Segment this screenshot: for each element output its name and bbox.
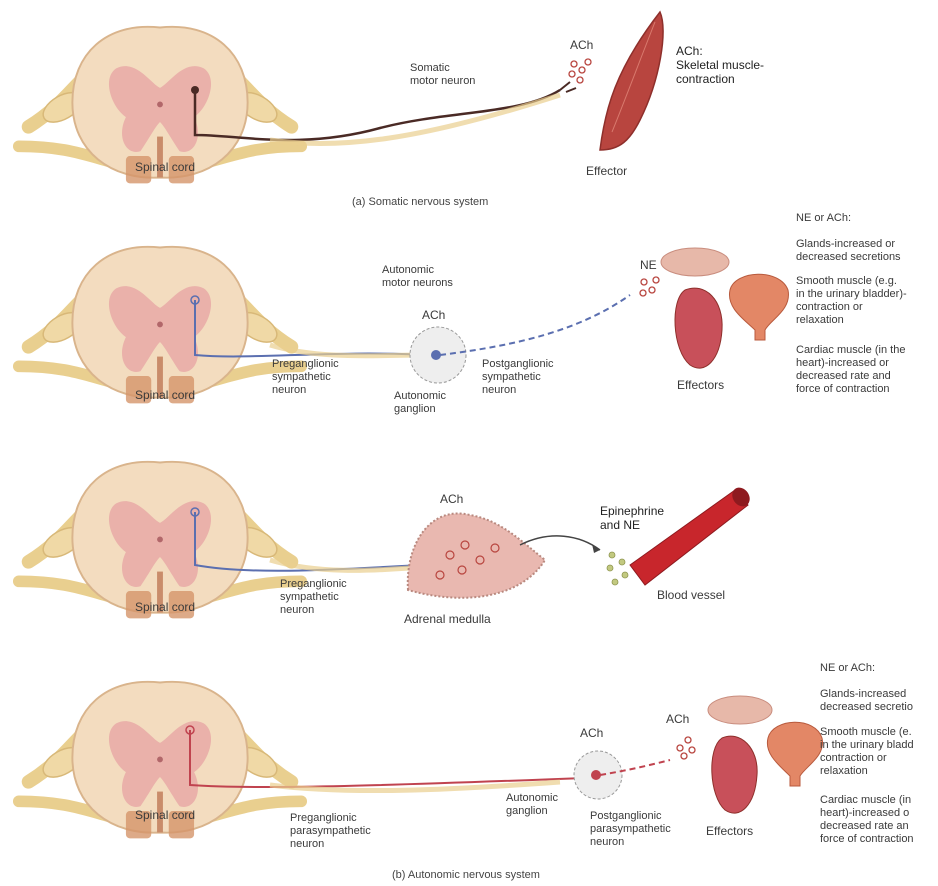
effect-glands-b1: Glands-increased or decreased secretions [796, 238, 901, 264]
autonomic-ganglion-label-b3: Autonomic ganglion [506, 792, 558, 818]
autonomic-motor-neurons-label: Autonomic motor neurons [382, 264, 453, 290]
postganglionic-sympathetic-label: Postganglionic sympathetic neuron [482, 358, 554, 397]
hormone-arrow [520, 536, 600, 550]
bladder-b1 [729, 274, 788, 340]
preganglionic-sympathetic-label-b2: Preganglionic sympathetic neuron [280, 578, 347, 617]
gland-b1 [661, 248, 729, 276]
skeletal-effect-label: ACh: Skeletal muscle- contraction [676, 44, 764, 86]
effects-title-b3: NE or ACh: [820, 662, 875, 675]
ach-label-b3-ganglion: ACh [580, 726, 603, 740]
heart-b3 [712, 736, 757, 813]
effect-smooth-muscle-b1: Smooth muscle (e.g. in the urinary bladd… [796, 275, 907, 327]
preganglionic-parasympathetic-label: Preganglionic parasympathetic neuron [290, 812, 371, 851]
spinal-cord-b2 [19, 462, 301, 618]
heart-b1 [675, 288, 722, 368]
effectors-label-b3: Effectors [706, 824, 753, 838]
effectors-label-b1: Effectors [677, 378, 724, 392]
caption-autonomic: (b) Autonomic nervous system [392, 868, 540, 882]
preganglionic-sympathetic-label-b1: Preganglionic sympathetic neuron [272, 358, 339, 397]
caption-somatic: (a) Somatic nervous system [352, 195, 488, 209]
ach-label-b1: ACh [422, 308, 445, 322]
bladder-b3 [767, 722, 822, 786]
ach-label-b2: ACh [440, 492, 463, 506]
ach-label-b3-effector: ACh [666, 712, 689, 726]
effects-title-b1: NE or ACh: [796, 212, 851, 225]
effect-smooth-muscle-b3: Smooth muscle (e. in the urinary bladd c… [820, 726, 914, 778]
effect-cardiac-muscle-b1: Cardiac muscle (in the heart)-increased … [796, 344, 905, 396]
somatic-motor-neuron-label: Somatic motor neuron [410, 62, 475, 88]
spinal-cord-label-b1: Spinal cord [135, 388, 195, 402]
gland-b3 [708, 696, 772, 724]
postganglionic-sympathetic-axon [440, 295, 630, 355]
effector-label: Effector [586, 164, 627, 178]
adrenal-medulla-label: Adrenal medulla [404, 612, 491, 626]
spinal-cord-label-b2: Spinal cord [135, 600, 195, 614]
spinal-cord-label-b3: Spinal cord [135, 808, 195, 822]
ne-label-b1: NE [640, 258, 657, 272]
spinal-cord-label-a: Spinal cord [135, 160, 195, 174]
ach-label-a: ACh [570, 38, 593, 52]
adrenal-medulla [408, 513, 545, 597]
autonomic-ganglion-label-b1: Autonomic ganglion [394, 390, 446, 416]
effect-cardiac-muscle-b3: Cardiac muscle (in heart)-increased o de… [820, 794, 914, 846]
blood-vessel-label: Blood vessel [657, 588, 725, 602]
spinal-cord-b1 [19, 247, 301, 403]
epinephrine-ne-label: Epinephrine and NE [600, 504, 664, 532]
effect-glands-b3: Glands-increased decreased secretio [820, 688, 913, 714]
postganglionic-parasympathetic-label: Postganglionic parasympathetic neuron [590, 810, 671, 849]
ach-vesicles-a [569, 59, 591, 83]
